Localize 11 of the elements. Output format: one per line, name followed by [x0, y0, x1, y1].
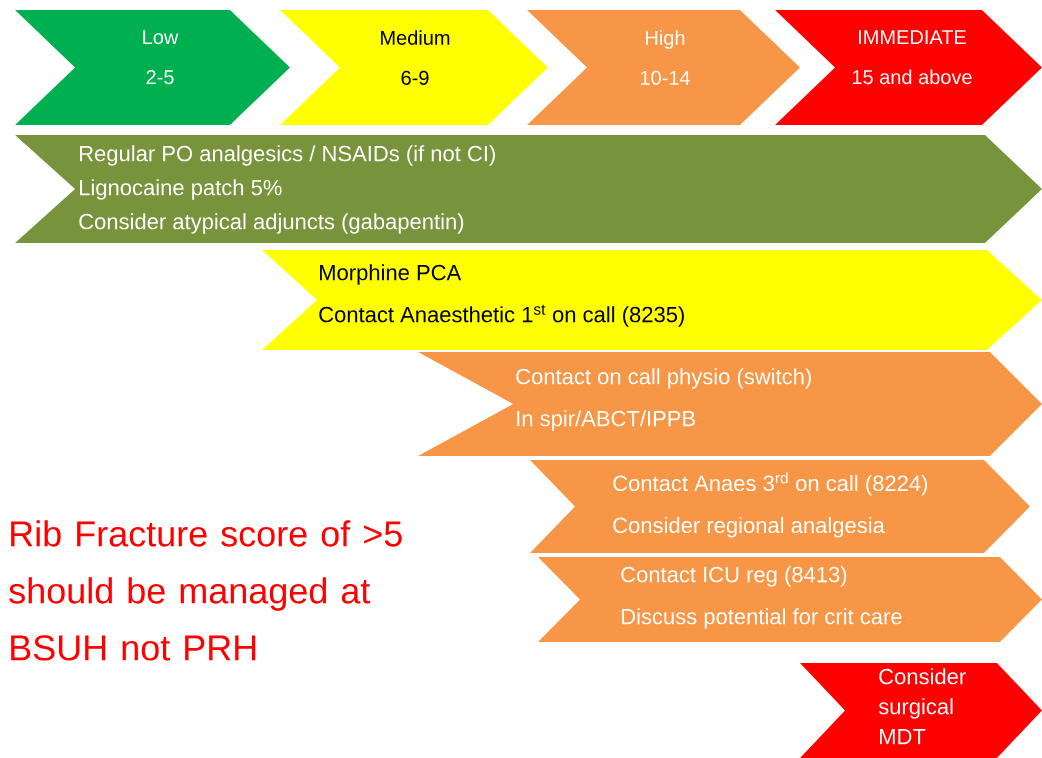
step-banner: Medium 6-9 [280, 10, 548, 125]
step-banner: Contact Anaes 3$^{rd}$ on call (8224) Consider regional analgesia [530, 460, 1030, 553]
step-banner: Consider surgical MDT [800, 663, 1042, 758]
step-banner: Contact on call physio (switch) In spir/ABCT/IPPB [418, 352, 1042, 456]
step-banner: IMMEDIATE 15 and above [775, 10, 1042, 125]
note-text: Rib Fracture score of >5 should be managed at BSUH not PRH [9, 520, 402, 661]
step-banner: Morphine PCA Contact Anaesthetic 1$^{st}$ on call (8235) [262, 250, 1042, 350]
step-banner: Regular PO analgesics / NSAIDs (if not CI) Lignocaine patch 5% Consider atypical adjuncts (gabapentin) [15, 135, 1042, 243]
step-banner: High 10-14 [527, 10, 800, 125]
step-banner: Low 2-5 [15, 10, 290, 125]
step-banner: Contact ICU reg (8413) Discuss potential for crit care [538, 557, 1042, 642]
